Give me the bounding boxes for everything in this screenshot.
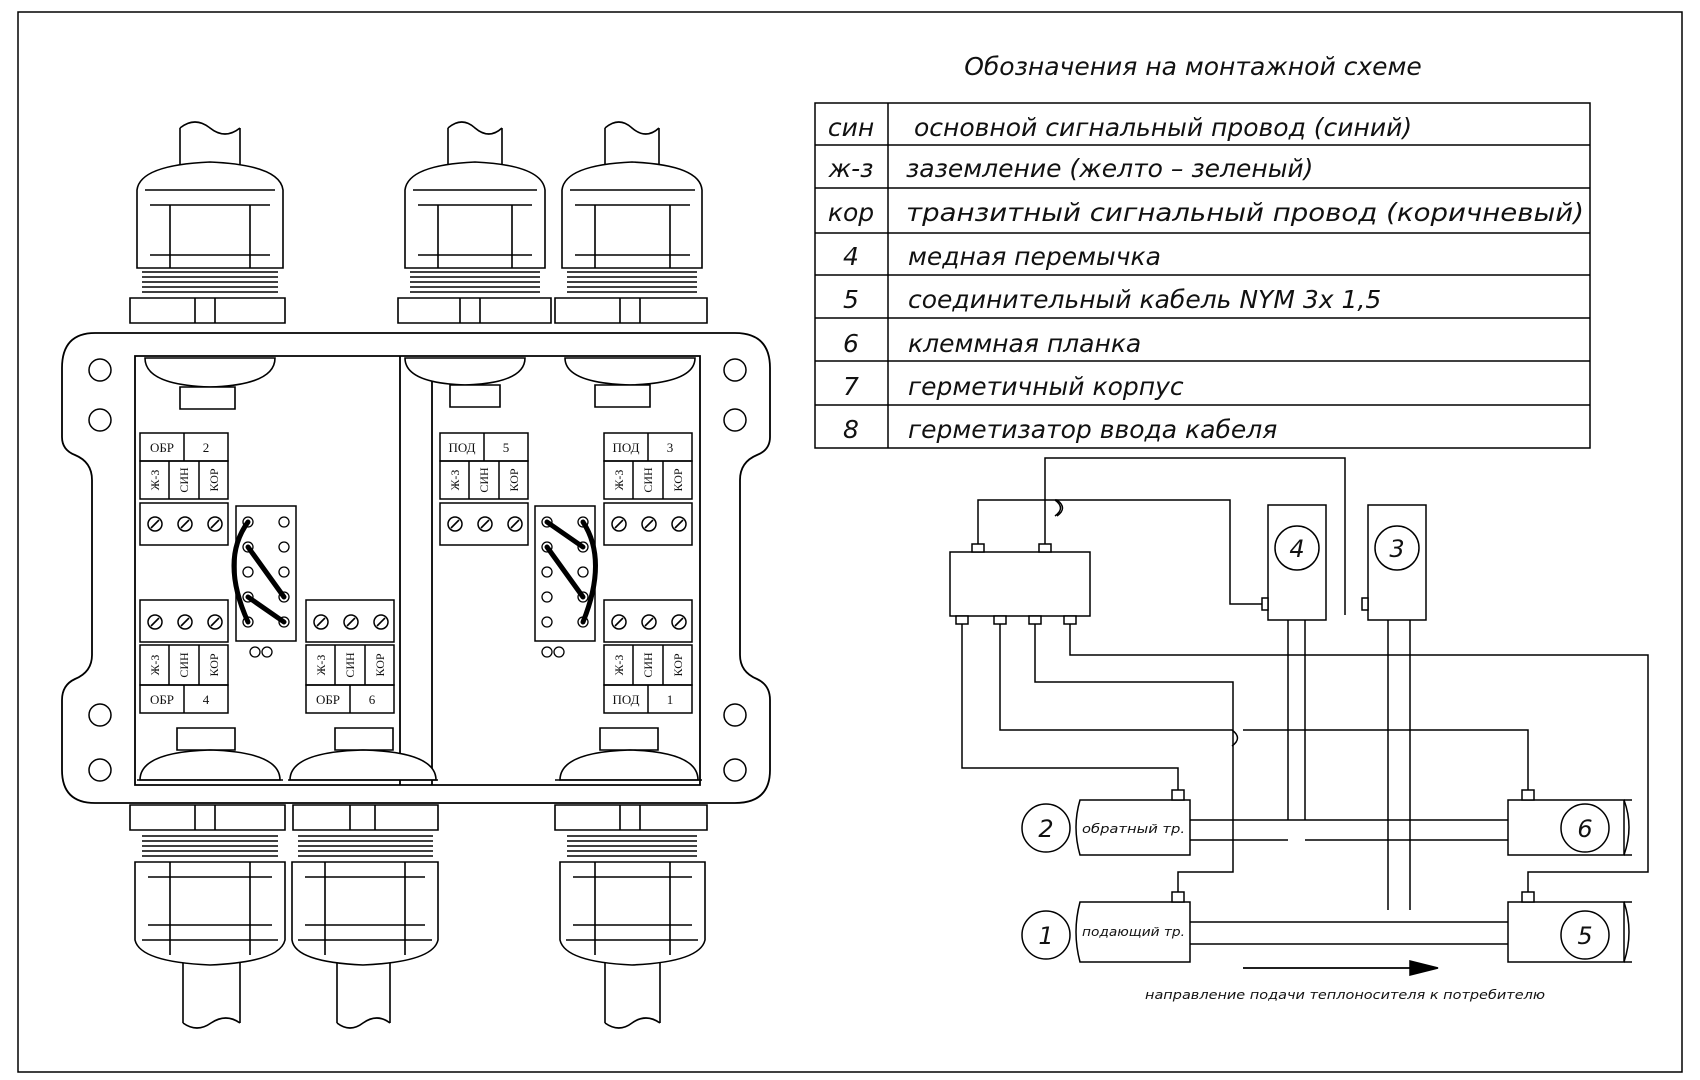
- wire-label: Ж-З: [148, 655, 162, 676]
- legend-row-text: транзитный сигнальный провод (коричневый…: [906, 198, 1584, 227]
- wire-label: КОР: [207, 468, 221, 491]
- supply-pipe-label: подающий тр.: [1082, 925, 1185, 939]
- legend-title: Обозначения на монтажной схеме: [964, 52, 1422, 81]
- wire-label: Ж-З: [612, 470, 626, 491]
- wire-label: Ж-З: [314, 655, 328, 676]
- legend-row-code: кор: [828, 198, 874, 227]
- legend-row-code: 7: [843, 372, 859, 401]
- block-dir-label: ПОД: [449, 440, 476, 455]
- block-dir-label: ОБР: [150, 692, 174, 707]
- legend-row-code: 5: [843, 285, 859, 314]
- wire-label: Ж-З: [448, 470, 462, 491]
- legend-row-text: герметизатор ввода кабеля: [908, 415, 1277, 444]
- wire-label: Ж-З: [148, 470, 162, 491]
- wire-label: КОР: [373, 653, 387, 676]
- circle-label: 4: [1289, 535, 1304, 563]
- sheet-frame: [18, 12, 1682, 1072]
- legend-row-code: син: [828, 113, 874, 142]
- legend-row-code: 6: [843, 329, 859, 358]
- block-num-label: 4: [203, 692, 210, 707]
- legend-row-text: соединительный кабель NYM 3х 1,5: [908, 285, 1381, 314]
- circle-label: 2: [1038, 815, 1053, 843]
- terminal-block: Ж-З СИН КОР ОБР 4: [140, 600, 228, 713]
- block-num-label: 1: [667, 692, 674, 707]
- wire-label: СИН: [177, 467, 191, 493]
- circle-label: 1: [1038, 922, 1053, 950]
- legend-row-text: основной сигнальный провод (синий): [914, 113, 1412, 142]
- wire-label: СИН: [477, 467, 491, 493]
- terminal-block: ПОД 5 Ж-З СИН КОР: [440, 433, 528, 545]
- terminal-block: ПОД 3 Ж-З СИН КОР: [604, 433, 692, 545]
- wire-label: Ж-З: [612, 655, 626, 676]
- block-dir-label: ОБР: [150, 440, 174, 455]
- circle-label: 3: [1389, 535, 1404, 563]
- circle-label: 6: [1577, 815, 1592, 843]
- block-num-label: 2: [203, 440, 210, 455]
- block-num-label: 6: [369, 692, 376, 707]
- terminal-block: Ж-З СИН КОР ПОД 1: [604, 600, 692, 713]
- legend-row-text: медная перемычка: [908, 242, 1161, 271]
- legend-row-code: 4: [843, 242, 859, 271]
- copper-jumper-plate: [234, 506, 296, 657]
- wire-label: СИН: [177, 652, 191, 678]
- wire-label: СИН: [641, 467, 655, 493]
- legend-row-text: герметичный корпус: [908, 372, 1184, 401]
- copper-jumper-plate: [535, 506, 596, 657]
- legend-row-text: заземление (желто – зеленый): [906, 154, 1313, 183]
- legend-row-code: ж-з: [828, 154, 874, 183]
- block-dir-label: ПОД: [613, 440, 640, 455]
- circle-label: 5: [1577, 922, 1592, 950]
- wire-label: КОР: [671, 468, 685, 491]
- wire-label: КОР: [207, 653, 221, 676]
- block-dir-label: ОБР: [316, 692, 340, 707]
- terminal-block: Ж-З СИН КОР ОБР 6: [306, 600, 394, 713]
- block-num-label: 5: [503, 440, 510, 455]
- wire-label: СИН: [641, 652, 655, 678]
- flow-direction-caption: направление подачи теплоносителя к потре…: [1145, 988, 1545, 1002]
- legend: Обозначения на монтажной схеме син основ…: [815, 52, 1590, 448]
- return-pipe-label: обратный тр.: [1082, 822, 1185, 836]
- wire-label: КОР: [671, 653, 685, 676]
- legend-row-code: 8: [843, 415, 859, 444]
- block-dir-label: ПОД: [613, 692, 640, 707]
- block-num-label: 3: [667, 440, 674, 455]
- pipe-schematic: [950, 458, 1648, 975]
- terminal-block: ОБР 2 Ж-З СИН КОР: [140, 433, 228, 545]
- wire-label: СИН: [343, 652, 357, 678]
- wire-label: КОР: [507, 468, 521, 491]
- junction-enclosure: [62, 122, 770, 1028]
- legend-row-text: клеммная планка: [908, 329, 1141, 358]
